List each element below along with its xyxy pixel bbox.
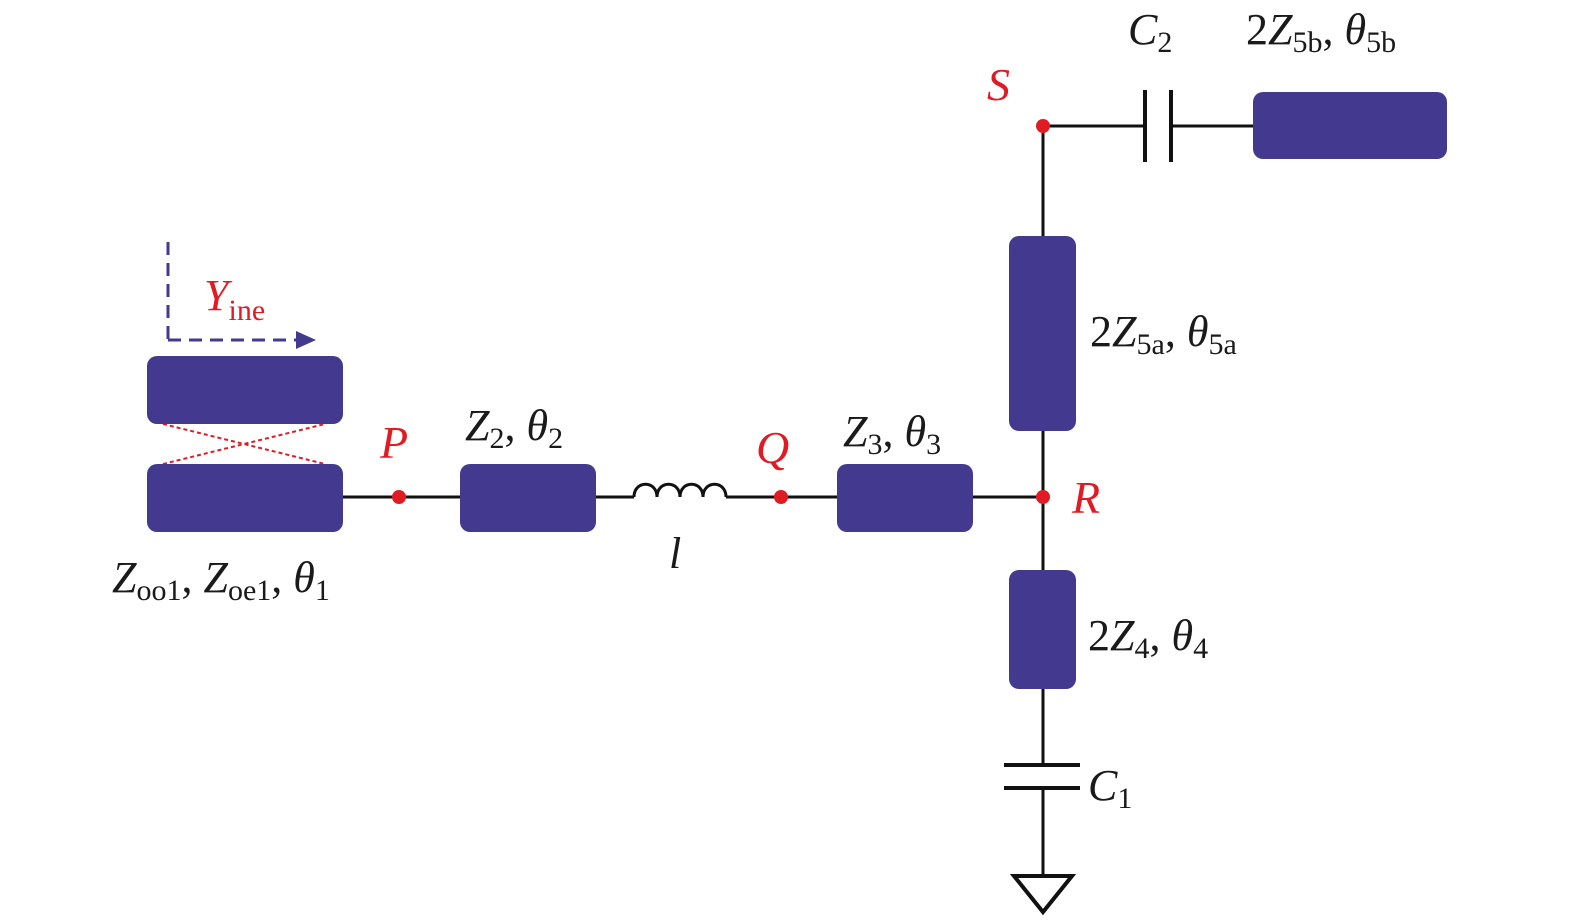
line4-block [1009,570,1076,689]
c1-label: C1 [1088,761,1132,815]
line5b-label: 2Z5b, θ5b [1246,5,1396,59]
yine-arrow-head [296,331,316,349]
node-r-label: R [1071,472,1100,523]
coupled-line-label: Zoo1, Zoe1, θ1 [112,553,330,607]
inductor-label: l [669,529,681,578]
node-s-label: S [987,59,1010,110]
line4-label: 2Z4, θ4 [1088,611,1208,665]
line5a-block [1009,236,1076,431]
node-p-label: P [379,417,408,468]
coupled-line-bottom [147,464,343,532]
node-q-dot [774,490,788,504]
line3-label: Z3, θ3 [843,407,941,461]
line2-label: Z2, θ2 [465,401,563,455]
ground-icon [1009,874,1077,916]
node-r-dot [1036,490,1050,504]
yine-label: Yine [204,271,265,327]
line3-block [837,464,973,532]
line2-block [460,464,596,532]
line5b-block [1253,92,1447,159]
coupled-line-top [147,356,343,424]
inductor-coil [632,482,728,498]
c2-label: C2 [1128,5,1172,59]
node-p-dot [392,490,406,504]
line5a-label: 2Z5a, θ5a [1090,307,1237,361]
node-s-dot [1036,119,1050,133]
node-q-label: Q [756,422,789,473]
